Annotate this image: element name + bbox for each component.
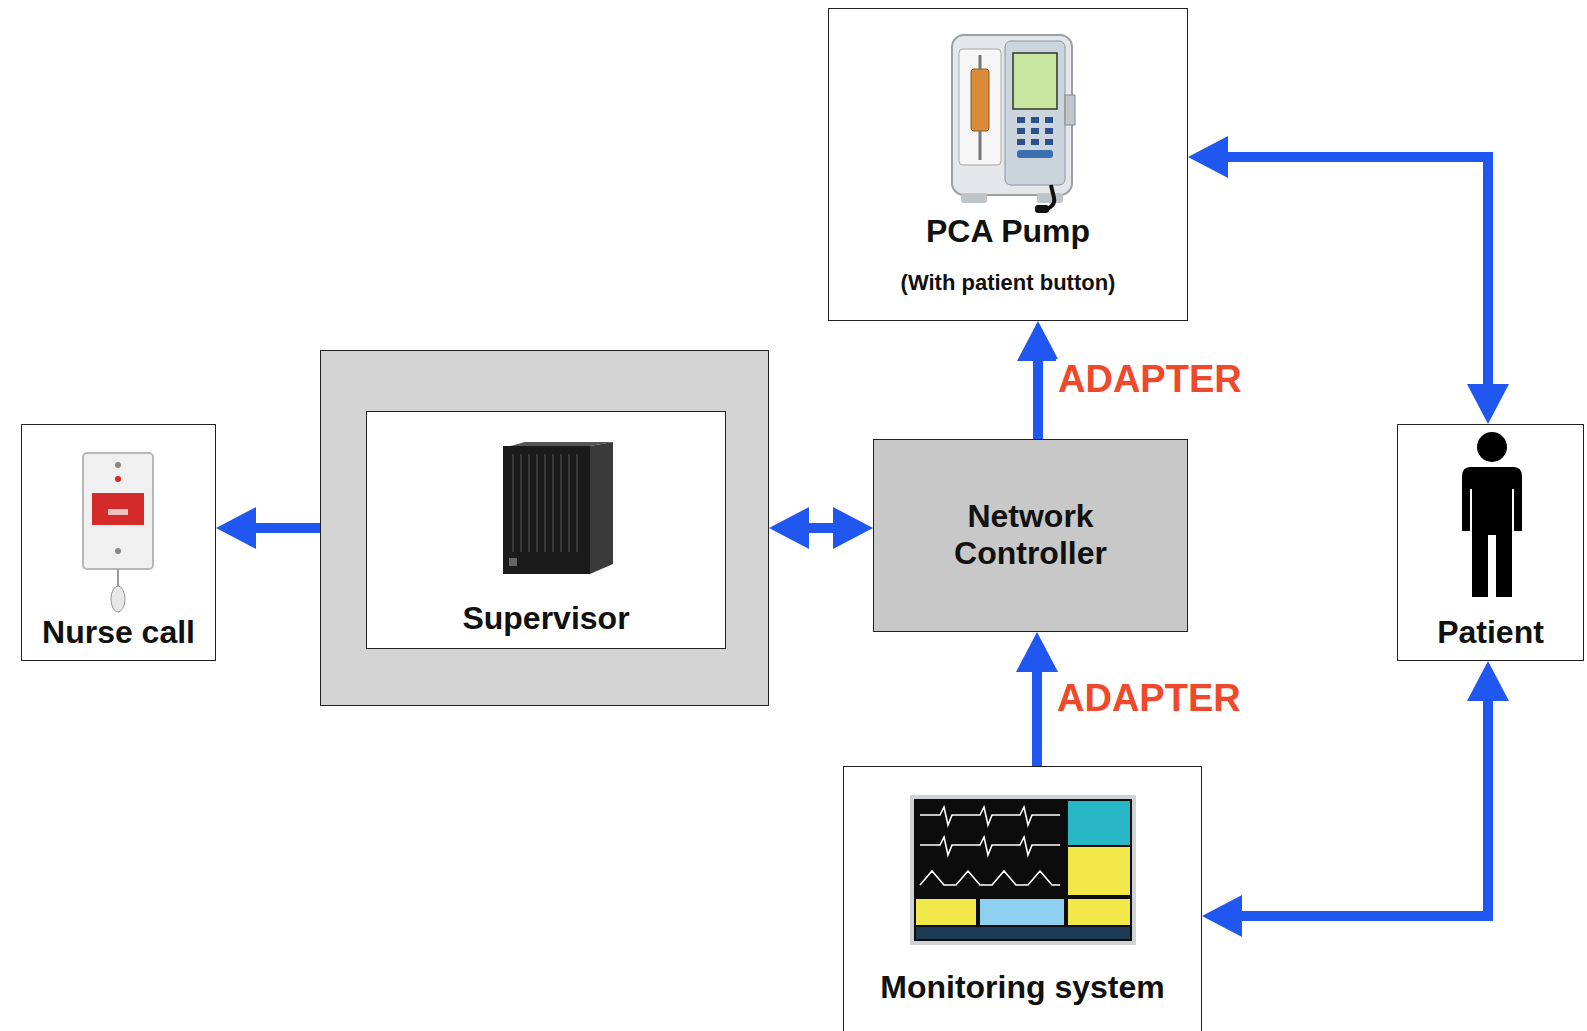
connector-line: [1033, 359, 1043, 439]
device-box: Monitoring system: [843, 766, 1202, 1031]
supervisor-frame: Supervisor: [320, 350, 769, 706]
connector: [216, 507, 320, 549]
adapter-label: ADAPTER: [1056, 359, 1244, 401]
server-illustration: [495, 440, 620, 580]
connector: [1016, 632, 1058, 766]
patient-figure: [1452, 431, 1532, 599]
node-title: Nurse call: [28, 614, 209, 651]
device-box: PCA Pump (With patient button): [828, 8, 1188, 321]
arrow-head: [1467, 384, 1509, 424]
device-box: Nurse call: [21, 424, 216, 661]
arrow-head: [216, 507, 256, 549]
connector: [1202, 661, 1509, 937]
arrow-head: [1016, 632, 1058, 672]
pump-illustration: [947, 25, 1077, 215]
connector-line: [1032, 670, 1042, 766]
connector: [769, 507, 873, 549]
node-subtitle: (With patient button): [835, 270, 1181, 295]
connector-line: [807, 523, 835, 533]
controller-box: Network Controller: [873, 439, 1188, 632]
node-title: Network Controller: [921, 498, 1141, 572]
connector: [1017, 321, 1059, 439]
connector-line: [1226, 157, 1488, 386]
monitor-illustration: [910, 795, 1136, 945]
arrow-head: [769, 507, 809, 549]
arrow-head: [1467, 661, 1509, 701]
nurse-call-illustration: [78, 451, 158, 616]
patient-box: Patient: [1397, 424, 1584, 661]
node-title: Patient: [1404, 614, 1577, 651]
supervisor-inner-box: Supervisor: [366, 411, 726, 649]
arrow-head: [1202, 895, 1242, 937]
connector-line: [1240, 699, 1488, 916]
arrow-head: [1188, 136, 1228, 178]
arrow-head: [1017, 321, 1059, 361]
node-title: Supervisor: [373, 600, 719, 637]
adapter-label: ADAPTER: [1055, 678, 1243, 720]
node-title: Monitoring system: [850, 969, 1195, 1006]
node-title: PCA Pump: [835, 213, 1181, 250]
connector-line: [254, 523, 320, 533]
arrow-head: [833, 507, 873, 549]
